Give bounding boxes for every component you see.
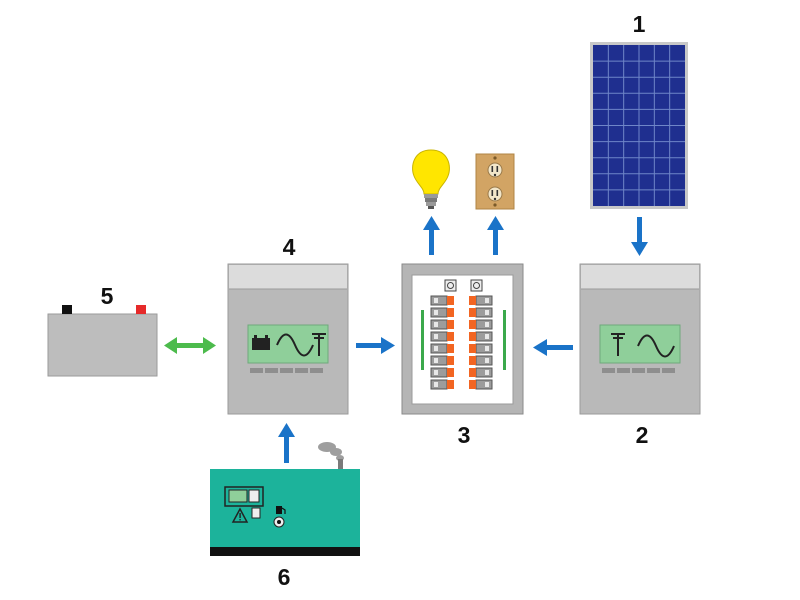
arrow-battery-inverter-bidirectional [164, 337, 216, 354]
light-bulb-icon [412, 149, 450, 209]
utility-pole-icon [312, 333, 326, 356]
label-breaker-panel: 3 [458, 422, 471, 448]
breaker-panel-icon [401, 263, 524, 415]
hybrid-inverter-icon [227, 263, 349, 415]
label-solar-inverter: 2 [636, 422, 649, 448]
fuel-pump-icon [276, 506, 286, 514]
battery-symbol-icon [252, 335, 270, 350]
arrow-inverter-to-panel [533, 339, 573, 356]
utility-pole-icon [611, 333, 625, 356]
label-solar-panel: 1 [633, 11, 646, 37]
inverter-buttons [602, 368, 675, 373]
label-generator: 6 [278, 564, 291, 590]
outlet-icon [475, 153, 515, 210]
arrow-hybrid-inverter-to-panel [356, 337, 395, 354]
warning-icon [231, 507, 249, 523]
sine-wave-icon [637, 334, 675, 358]
arrow-panel-to-outlet [487, 216, 504, 255]
sine-wave-icon [276, 333, 314, 357]
generator-icon [210, 442, 360, 556]
label-hybrid-inverter: 4 [283, 234, 296, 260]
arrow-solar-to-inverter [631, 217, 648, 256]
solar-panel-icon [590, 42, 688, 209]
label-battery: 5 [101, 283, 114, 309]
exhaust-smoke-icon [318, 442, 344, 461]
arrow-generator-to-inverter [278, 423, 295, 463]
inverter-buttons [250, 368, 323, 373]
solar-inverter-icon [579, 263, 701, 415]
arrow-panel-to-bulb [423, 216, 440, 255]
battery-icon [47, 305, 158, 377]
